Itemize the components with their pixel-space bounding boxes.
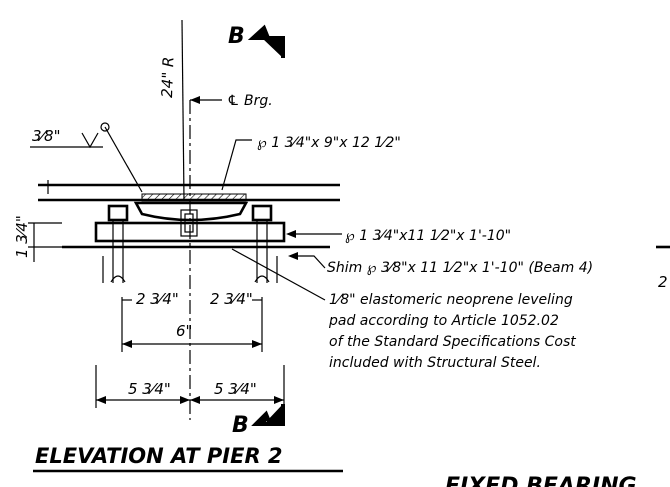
anchor-bolt-nut-left — [107, 204, 129, 222]
section-arrow-top-icon — [247, 24, 285, 58]
drawing-title: ELEVATION AT PIER 2 — [35, 444, 283, 468]
anchor-bolt-nut-right — [251, 204, 273, 222]
outer-right-dim: 5 3⁄4" — [214, 380, 257, 398]
weld-size-label: 3⁄8" — [32, 127, 61, 145]
masonry-plate — [94, 221, 286, 243]
outer-dim-arrows-icon — [96, 396, 284, 404]
pad-note-line-4: included with Structural Steel. — [329, 355, 541, 371]
plate-mid-label: ℘ 1 3⁄4"x11 1⁄2"x 1'-10" — [345, 228, 511, 244]
cut-off-right-text: 2 — [658, 273, 668, 291]
shim-label: Shim ℘ 3⁄8"x 11 1⁄2"x 1'-10" (Beam 4) — [327, 260, 593, 276]
top-plate-weld-hatch — [141, 193, 247, 202]
centerline-arrow-icon — [190, 96, 200, 104]
plate-mid-arrow-icon — [286, 230, 296, 238]
centerline-label: ℄ Brg. — [227, 93, 273, 109]
fillet-weld-icon — [81, 132, 99, 149]
outer-left-dim: 5 3⁄4" — [128, 380, 171, 398]
inner-left-dim: 2 3⁄4" — [136, 290, 179, 308]
pad-note-line-1: 1⁄8" elastomeric neoprene leveling — [329, 292, 573, 308]
radius-label: 24" R — [158, 56, 177, 98]
weld-all-around-icon — [100, 122, 110, 132]
section-marker-bottom: B — [232, 413, 249, 438]
left-height-dim: 1 3⁄4" — [13, 215, 31, 258]
plate-top-label: ℘ 1 3⁄4"x 9"x 12 1⁄2" — [257, 135, 401, 151]
radius-line — [181, 19, 185, 201]
center-dim: 6" — [176, 322, 192, 340]
cut-off-bottom-text: FIXED BEARING — [445, 474, 637, 487]
pad-note-line-2: pad according to Article 1052.02 — [328, 313, 559, 329]
inner-right-dim: 2 3⁄4" — [210, 290, 253, 308]
section-arrow-bottom-icon — [251, 404, 285, 426]
anchor-bolt-right-break-icon — [254, 275, 270, 283]
sole-plate — [133, 201, 249, 222]
section-marker-top: B — [228, 24, 245, 49]
shim-arrow-icon — [288, 252, 298, 260]
weld-leader — [104, 126, 143, 193]
shim-leader — [292, 255, 326, 269]
pad-note-line-3: of the Standard Specifications Cost — [329, 334, 576, 350]
anchor-bolt-left-break-icon — [110, 275, 126, 283]
plate-top-leader — [221, 139, 252, 191]
pad-note-leader — [231, 248, 326, 301]
